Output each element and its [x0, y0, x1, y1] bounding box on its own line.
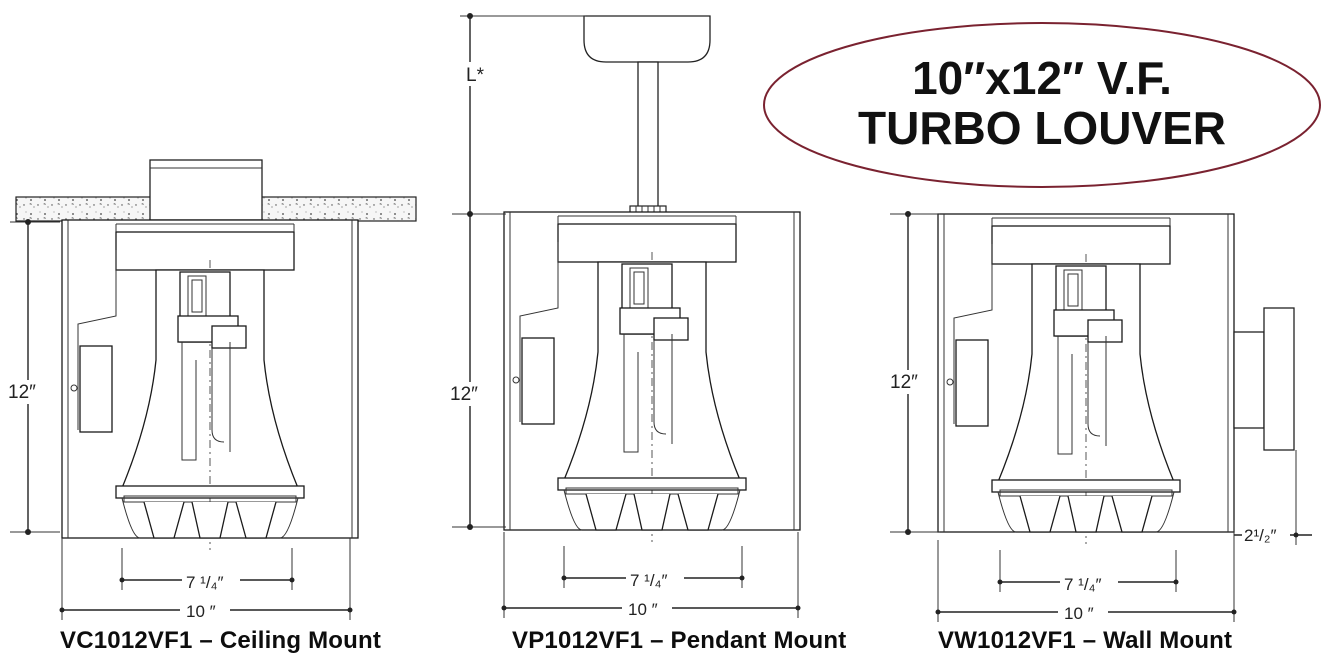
height-label: 12″: [450, 384, 478, 405]
outer-width-label: 10 ″: [628, 600, 658, 619]
wall-bracket: [1233, 331, 1265, 429]
wall-plate: [1263, 307, 1295, 451]
length-label: L*: [466, 65, 485, 86]
outer-width-label: 10 ″: [186, 602, 216, 621]
caption-pendant-mount: VP1012VF1 – Pendant Mount: [512, 627, 847, 654]
caption-wall-mount: VW1012VF1 – Wall Mount: [938, 627, 1233, 654]
inner-width-label: 7 ¹/₄″: [1064, 575, 1102, 594]
title-oval: [763, 22, 1321, 188]
wall-mount-view: 12″ 2¹/₂″ 7 ¹/₄″ 10 ″: [888, 211, 1312, 623]
pendant-stem: [637, 61, 659, 213]
title-line-2: TURBO LOUVER: [858, 102, 1226, 154]
inner-width-label: 7 ¹/₄″: [630, 571, 668, 590]
junction-box: [149, 159, 263, 221]
title-line-1: 10″x12″ V.F.: [912, 52, 1172, 104]
height-label: 12″: [890, 372, 918, 393]
pendant-mount-view: L* 12″ 7 ¹/₄″ 10 ″: [448, 13, 801, 619]
inner-width-label: 7 ¹/₄″: [186, 573, 224, 592]
height-label: 12″: [8, 382, 36, 403]
ceiling-mount-view: 12″ 7 ¹/₄″ 10 ″: [6, 159, 417, 621]
caption-ceiling-mount: VC1012VF1 – Ceiling Mount: [60, 627, 382, 654]
outer-width-label: 10 ″: [1064, 604, 1094, 623]
canopy: [583, 15, 711, 63]
wall-offset-label: 2¹/₂″: [1244, 526, 1276, 545]
title-badge: 10″x12″ V.F. TURBO LOUVER: [763, 22, 1321, 188]
